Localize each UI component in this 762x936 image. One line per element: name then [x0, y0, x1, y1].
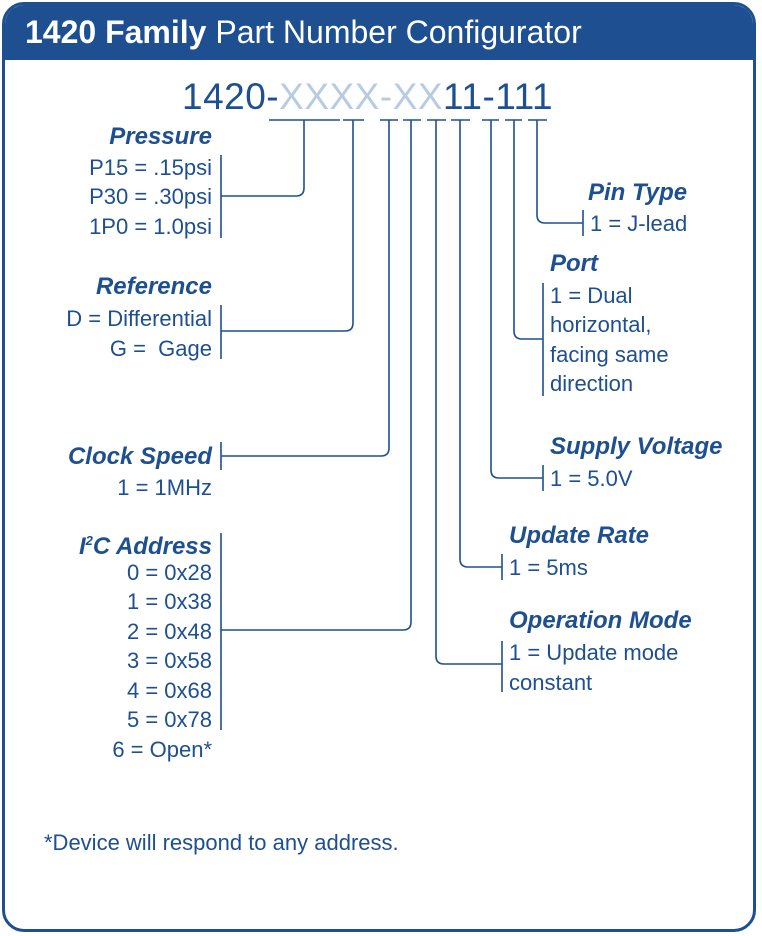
port-option: horizontal,: [550, 312, 652, 337]
clock-speed-option: 1 = 1MHz: [117, 475, 212, 500]
part-number-prefix: 1420-: [182, 76, 280, 117]
port-option: direction: [550, 371, 634, 396]
supply-voltage-option: 1 = 5.0V: [550, 466, 633, 491]
i2c-address-option: 1 = 0x38: [126, 589, 212, 614]
i2c-address-option: 0 = 0x28: [126, 560, 212, 585]
port-title: Port: [550, 250, 598, 277]
i2c-title-superscript: 2: [85, 533, 93, 548]
update-rate-title: Update Rate: [509, 522, 650, 549]
i2c-address-option: 3 = 0x58: [126, 648, 212, 673]
operation-mode-option: 1 = Update mode: [509, 640, 679, 665]
i2c-address-option: 2 = 0x48: [126, 619, 212, 644]
i2c-address-option: 4 = 0x68: [126, 678, 212, 703]
i2c-address-title: I2C Address: [79, 529, 212, 559]
operation-mode-title: Operation Mode: [509, 607, 692, 634]
reference-option: D = Differential: [66, 306, 212, 331]
pressure-option: 1P0 = 1.0psi: [89, 214, 212, 239]
part-number-placeholder-a: XXXX: [279, 76, 380, 117]
footnote: *Device will respond to any address.: [44, 830, 399, 855]
port-option: facing same: [550, 342, 669, 367]
pin-type-option: 1 = J-lead: [590, 211, 688, 236]
port-option: 1 = Dual: [550, 283, 633, 308]
clock-speed-title: Clock Speed: [67, 443, 212, 470]
update-rate-option: 1 = 5ms: [509, 555, 588, 580]
pin-type-title: Pin Type: [588, 179, 688, 206]
part-number-fixed: 11-111: [443, 76, 554, 117]
i2c-title-rest: C Address: [92, 533, 212, 560]
header-title-bold: 1420 Family: [25, 14, 207, 50]
part-number-placeholder-b: XX: [392, 76, 444, 117]
header-bar: 1420 Family Part Number Configurator: [5, 5, 753, 60]
operation-mode-option: constant: [509, 670, 593, 695]
i2c-title-main: I: [78, 533, 86, 560]
header-title-light: Part Number Configurator: [215, 14, 582, 50]
reference-option: G = Gage: [109, 336, 212, 361]
reference-title: Reference: [95, 273, 212, 300]
part-number: 1420-XXXX-XX11-111: [182, 76, 553, 118]
pressure-title: Pressure: [109, 123, 212, 150]
i2c-address-option: 6 = Open*: [112, 737, 212, 762]
pressure-option: P15 = .15psi: [89, 155, 212, 180]
part-number-dash-a: -: [379, 76, 393, 117]
i2c-address-option: 5 = 0x78: [126, 707, 212, 732]
supply-voltage-title: Supply Voltage: [550, 433, 723, 460]
pressure-option: P30 = .30psi: [89, 184, 212, 209]
